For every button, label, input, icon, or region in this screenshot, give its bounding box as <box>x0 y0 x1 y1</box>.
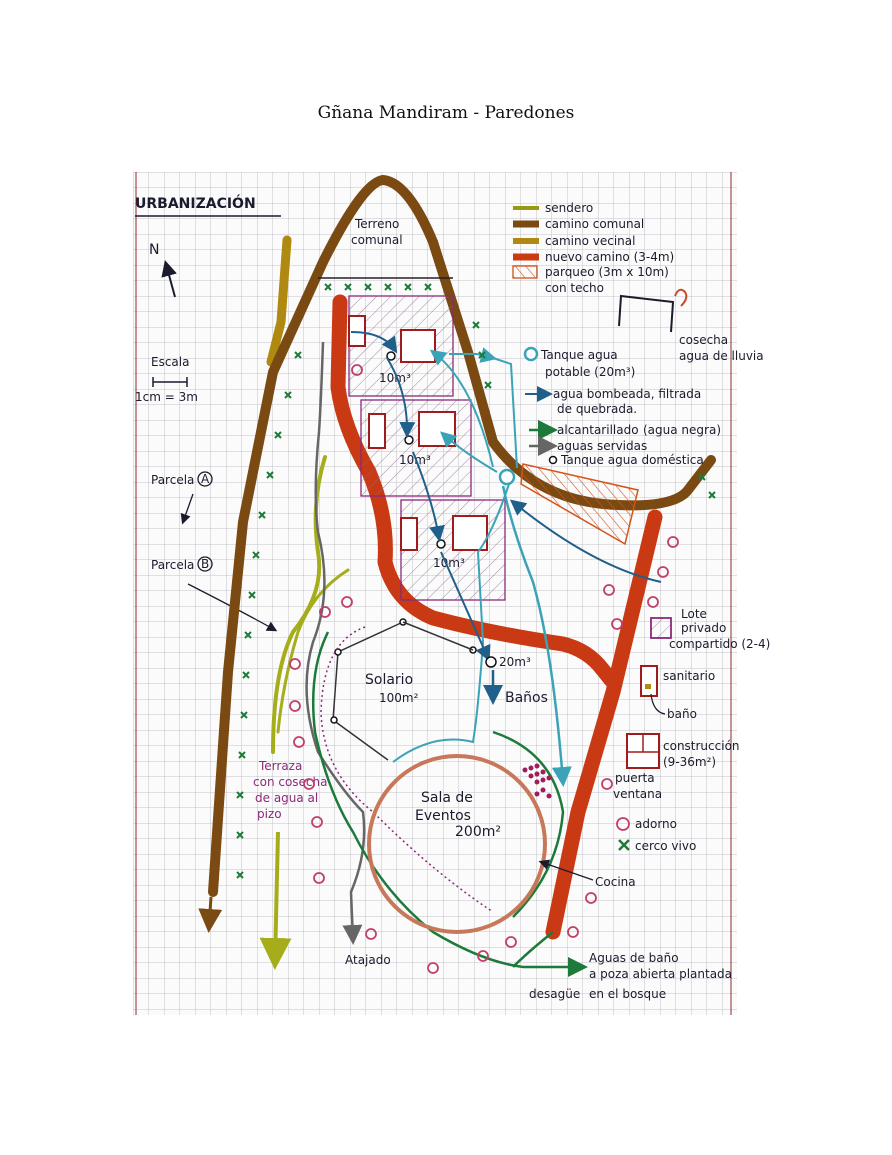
aguas-servidas-line <box>305 341 366 945</box>
parcela-b-label: Parcela <box>151 558 194 572</box>
terraza-label-3: de agua al <box>255 791 318 805</box>
terraza-label-2: con cosecha <box>253 775 328 789</box>
sala-label-1: Sala de <box>421 790 473 806</box>
terraza-label-1: Terraza <box>258 759 302 773</box>
sala-label-3: 200m² <box>455 824 501 840</box>
tank-10-a-label: 10m³ <box>379 371 411 385</box>
legend-bano: baño <box>667 707 697 721</box>
construccion-1 <box>400 329 436 363</box>
parcela-a-arrow-icon <box>180 493 194 525</box>
legend-ventana: ventana <box>613 787 662 801</box>
desague-label-2: en el bosque <box>589 987 666 1001</box>
legend-pumped-1: agua bombeada, filtrada <box>553 387 701 401</box>
legend-lote-1: Lote <box>681 607 707 621</box>
north-label: N <box>149 242 159 258</box>
legend-item-camino-vecinal: camino vecinal <box>545 234 635 248</box>
tank-10-b-label: 10m³ <box>399 453 431 467</box>
solario-label-2: 100m² <box>379 691 419 705</box>
legend-lote-2: privado <box>681 621 726 635</box>
page-title: Gñana Mandiram - Paredones <box>317 103 575 123</box>
legend-item-parqueo: parqueo (3m x 10m) <box>545 265 669 279</box>
terraza-label-4: pizo <box>257 807 282 821</box>
tank-20-icon <box>485 656 497 668</box>
legend: sendero camino comunal camino vecinal nu… <box>512 201 770 853</box>
aguas-label-2: a poza abierta plantada <box>589 967 732 981</box>
legend-item-sendero: sendero <box>545 201 593 215</box>
legend-sanitario: sanitario <box>663 669 715 683</box>
camino-vecinal <box>266 235 292 367</box>
parcela-a-label: Parcela <box>151 473 194 487</box>
legend-domestic: Tanque agua doméstica <box>560 453 704 467</box>
cosecha-icon <box>618 294 675 333</box>
desague-label-1: desagüe <box>529 987 580 1001</box>
urbanization-map: URBANIZACIÓN N Escala 1cm = 3m Parcela A… <box>133 172 770 1015</box>
construccion-3 <box>452 515 488 551</box>
legend-item-camino-comunal: camino comunal <box>545 217 644 231</box>
sanitario-1 <box>348 315 366 347</box>
legend-rain-1: cosecha <box>679 333 728 347</box>
legend-construccion-1: construcción <box>663 739 740 753</box>
legend-sanitario-swatch <box>640 665 658 697</box>
legend-grey: aguas servidas <box>557 439 647 453</box>
banos-cluster <box>522 763 552 799</box>
tanque-potable-icon <box>498 468 516 486</box>
legend-parqueo-swatch <box>512 265 538 279</box>
nuevo-camino-east <box>545 509 663 940</box>
legend-lote-swatch <box>650 617 672 639</box>
sanitario-2 <box>368 413 386 449</box>
legend-cerco-icon <box>618 839 630 851</box>
adornos <box>289 364 679 974</box>
sendero-exit-arrow-icon <box>259 831 292 970</box>
terreno-label-1: Terreno <box>354 217 399 231</box>
sendero-2 <box>276 568 350 734</box>
legend-tank-1: Tanque agua <box>540 348 618 362</box>
parcela-a-mark: A <box>201 472 210 486</box>
legend-adorno: adorno <box>635 817 677 831</box>
atajado-label: Atajado <box>345 953 391 967</box>
legend-sewer-2: (agua negra) <box>643 423 721 437</box>
cerco-vivo <box>236 283 716 879</box>
scale-value: 1cm = 3m <box>135 390 198 404</box>
cocina-label: Cocina <box>595 875 636 889</box>
aguas-label-1: Aguas de baño <box>589 951 679 965</box>
tank-10-c-label: 10m³ <box>433 556 465 570</box>
legend-sewer-1: alcantarillado <box>557 423 639 437</box>
sala-eventos <box>367 754 547 934</box>
legend-tank-2: potable (20m³) <box>545 365 635 379</box>
parqueo <box>520 463 639 546</box>
legend-adorno-icon <box>616 817 630 831</box>
sala-label-2: Eventos <box>415 808 471 824</box>
map-heading: URBANIZACIÓN <box>135 194 256 212</box>
terreno-label-2: comunal <box>351 233 403 247</box>
solario-label-1: Solario <box>365 672 413 688</box>
camino-comunal-exit-arrow-icon <box>198 896 223 933</box>
legend-cerco: cerco vivo <box>635 839 696 853</box>
banos-label: Baños <box>505 690 548 706</box>
scale-label: Escala <box>151 355 189 369</box>
legend-rain-2: agua de lluvia <box>679 349 764 363</box>
tank-20-label: 20m³ <box>499 655 531 669</box>
legend-domestic-icon <box>548 455 558 465</box>
legend-tank-icon <box>523 346 539 362</box>
tank-10-b-icon <box>404 435 414 445</box>
tank-10-c-icon <box>436 539 446 549</box>
sanitario-3 <box>400 517 418 551</box>
legend-pumped-2: de quebrada. <box>557 402 637 416</box>
legend-construccion-2: (9-36m²) <box>663 755 716 769</box>
legend-lote-3: compartido (2-4) <box>669 637 770 651</box>
legend-item-nuevo-camino: nuevo camino (3-4m) <box>545 250 674 264</box>
parcela-b-mark: B <box>201 557 209 571</box>
alcantarillado-line <box>311 631 588 977</box>
map-sheet: URBANIZACIÓN N Escala 1cm = 3m Parcela A… <box>133 172 770 1015</box>
legend-puerta: puerta <box>615 771 655 785</box>
legend-parqueo-sub: con techo <box>545 281 604 295</box>
north-arrow-icon <box>161 260 177 298</box>
